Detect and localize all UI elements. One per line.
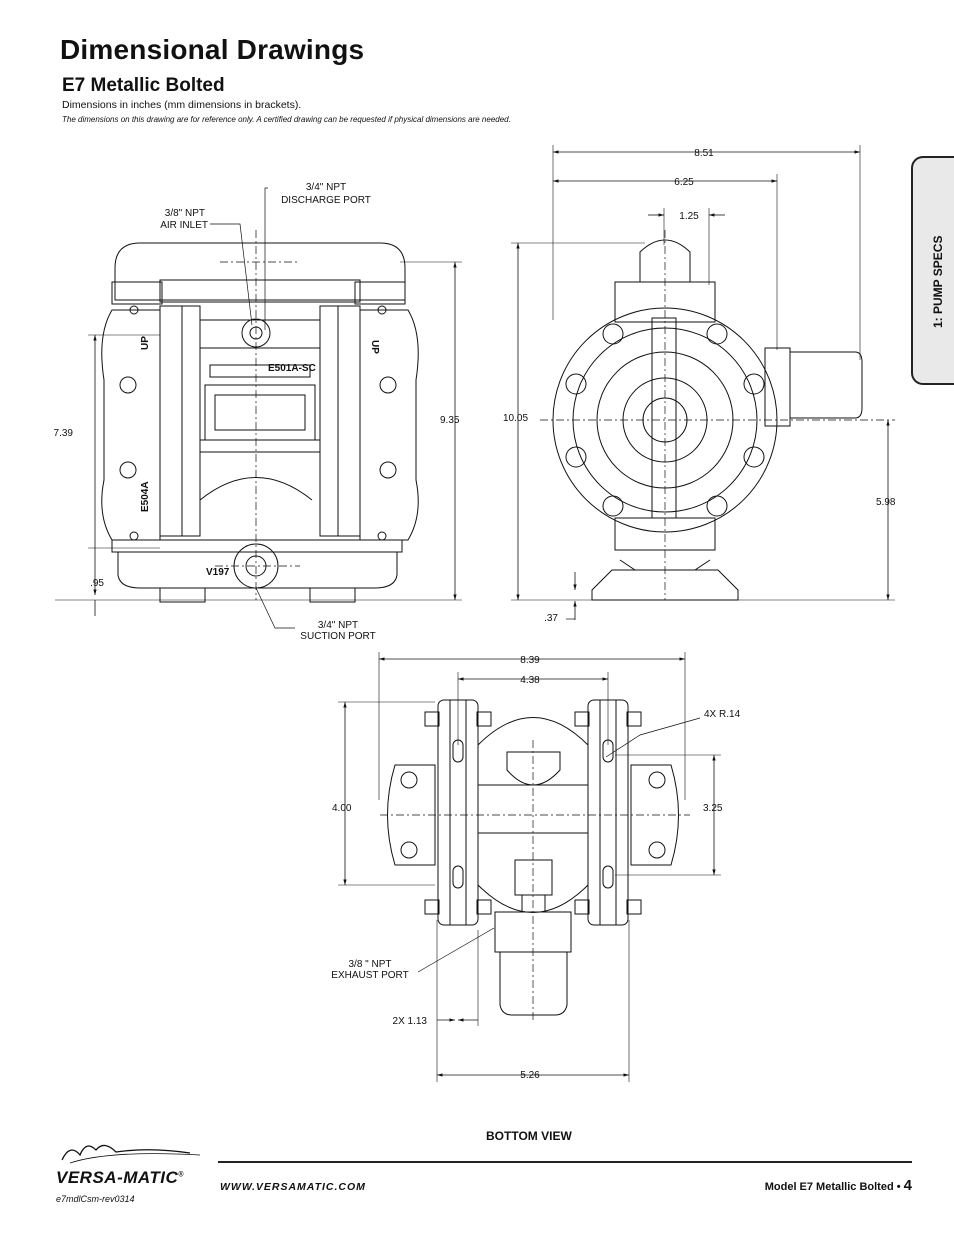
dim-side-height: 10.05 xyxy=(503,413,528,424)
dimensions-note: Dimensions in inches (mm dimensions in b… xyxy=(62,99,302,111)
air-inlet-callout-2: AIR INLET xyxy=(160,220,208,231)
dim-bottom-depth: 4.00 xyxy=(332,803,352,814)
page-number: 4 xyxy=(903,1177,912,1194)
exhaust-port-callout-2: EXHAUST PORT xyxy=(331,970,408,981)
dim-bottom-slot-offset: 2X 1.13 xyxy=(393,1016,428,1027)
dim-side-base: .37 xyxy=(544,613,558,624)
radius-callout: 4X R.14 xyxy=(704,709,741,720)
page-subtitle: E7 Metallic Bolted xyxy=(62,75,225,96)
front-view-drawing xyxy=(55,187,462,629)
marking-up-right: UP xyxy=(369,340,380,354)
dim-front-base: .95 xyxy=(90,578,104,589)
marking-up-left: UP xyxy=(140,336,151,350)
marking-part-c: V197 xyxy=(206,567,230,578)
versa-matic-logo-mark xyxy=(61,1144,201,1164)
section-tab[interactable] xyxy=(911,156,954,385)
model-page-label: Model E7 Metallic Bolted • 4 xyxy=(765,1177,912,1194)
dim-front-width: 7.39 xyxy=(54,428,74,439)
website-link[interactable]: WWW.VERSAMATIC.COM xyxy=(220,1181,366,1193)
exhaust-port-callout-1: 3/8 " NPT xyxy=(348,959,391,970)
dim-bottom-base-width: 5.26 xyxy=(520,1070,540,1081)
suction-port-callout-2: SUCTION PORT xyxy=(300,631,375,642)
footer-divider xyxy=(218,1161,912,1163)
brand-mark: ® xyxy=(178,1171,184,1179)
brand-logo: VERSA-MATIC® xyxy=(56,1168,184,1188)
discharge-port-callout-1: 3/4" NPT xyxy=(306,182,346,193)
bottom-view-drawing xyxy=(338,652,721,1082)
bottom-view-label: BOTTOM VIEW xyxy=(486,1129,572,1143)
revision-code: e7mdlCsm-rev0314 xyxy=(56,1194,135,1204)
marking-part-b: E504A xyxy=(140,481,151,512)
reference-note: The dimensions on this drawing are for r… xyxy=(62,115,511,124)
dim-side-port-offset: 1.25 xyxy=(679,211,699,222)
model-label: Model E7 Metallic Bolted • xyxy=(764,1181,901,1193)
dim-side-width: 8.51 xyxy=(694,148,714,159)
dim-bottom-spacing: 4.38 xyxy=(520,675,540,686)
dim-bottom-inner-depth: 3.25 xyxy=(703,803,723,814)
discharge-port-callout-2: DISCHARGE PORT xyxy=(281,195,371,206)
marking-part-a: E501A-SC xyxy=(268,363,316,374)
dim-side-center-height: 5.98 xyxy=(876,497,896,508)
page-title: Dimensional Drawings xyxy=(60,34,365,65)
brand-name: VERSA-MATIC xyxy=(56,1168,179,1187)
suction-port-callout-1: 3/4" NPT xyxy=(318,620,358,631)
side-view-drawing xyxy=(511,145,895,620)
dim-front-height: 9.35 xyxy=(440,415,460,426)
dim-bottom-width: 8.39 xyxy=(520,655,540,666)
dim-side-width-center: 6.25 xyxy=(674,177,694,188)
air-inlet-callout-1: 3/8" NPT xyxy=(165,208,205,219)
